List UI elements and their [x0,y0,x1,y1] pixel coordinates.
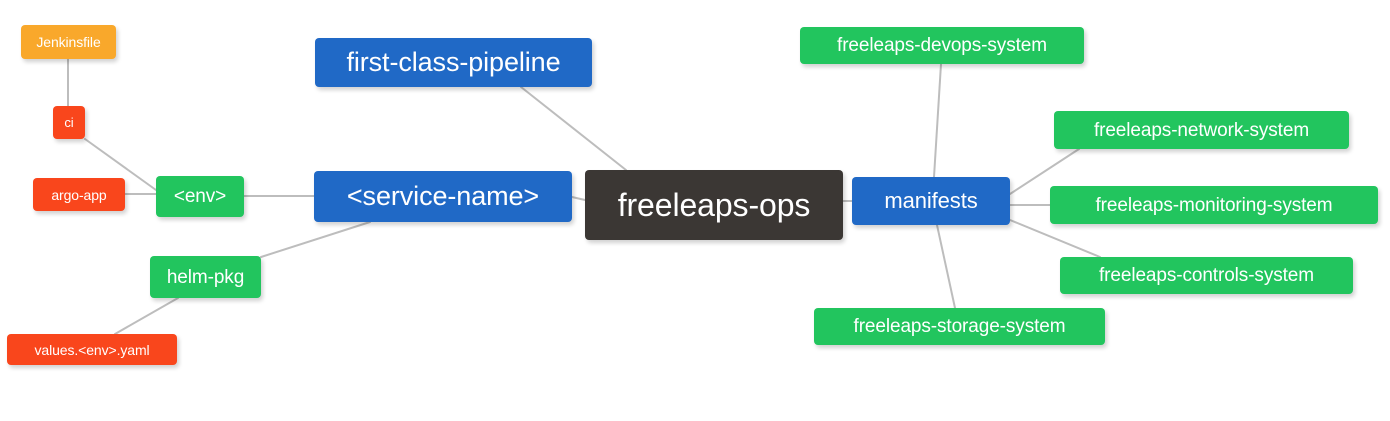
mindmap-node-first-class-pipeline[interactable]: first-class-pipeline [315,38,592,87]
mindmap-node-label-env: <env> [173,186,227,207]
mindmap-node-label-first-class-pipeline: first-class-pipeline [346,47,561,77]
mindmap-node-freeleaps-network-system[interactable]: freeleaps-network-system [1054,111,1349,149]
mindmap-node-label-freeleaps-monitoring-system: freeleaps-monitoring-system [1095,194,1333,216]
mindmap-node-label-freeleaps-storage-system: freeleaps-storage-system [853,316,1066,337]
mindmap-edge-manifests-to-freeleaps-controls-system [1009,219,1101,258]
mindmap-node-freeleaps-controls-system[interactable]: freeleaps-controls-system [1060,257,1353,294]
mindmap-node-freeleaps-monitoring-system[interactable]: freeleaps-monitoring-system [1050,186,1378,224]
mindmap-node-freeleaps-ops[interactable]: freeleaps-ops [585,170,843,240]
mindmap-node-argo-app[interactable]: argo-app [33,178,125,211]
mindmap-node-jenkinsfile[interactable]: Jenkinsfile [21,25,116,59]
mindmap-edge-manifests-to-freeleaps-storage-system [936,224,956,309]
mindmap-node-helm-pkg[interactable]: helm-pkg [150,256,261,298]
mindmap-node-values-yaml[interactable]: values.<env>.yaml [7,334,177,365]
mindmap-node-freeleaps-storage-system[interactable]: freeleaps-storage-system [814,308,1105,345]
mindmap-node-label-manifests: manifests [884,188,978,213]
mindmap-node-label-argo-app: argo-app [51,186,107,203]
mindmap-node-env[interactable]: <env> [156,176,244,217]
mindmap-node-label-freeleaps-controls-system: freeleaps-controls-system [1098,265,1315,286]
mindmap-node-label-freeleaps-devops-system: freeleaps-devops-system [837,35,1047,56]
mindmap-edge-freeleaps-ops-to-service-name [571,196,586,201]
mindmap-edge-helm-pkg-to-values-yaml [114,297,179,335]
mindmap-node-label-helm-pkg: helm-pkg [166,266,245,288]
mindmap-edge-freeleaps-ops-to-first-class-pipeline [520,86,627,171]
mindmap-node-label-ci: ci [64,115,74,130]
mindmap-node-label-service-name: <service-name> [346,181,540,211]
mindmap-node-label-freeleaps-network-system: freeleaps-network-system [1093,119,1310,141]
mindmap-node-label-jenkinsfile: Jenkinsfile [36,34,101,50]
mindmap-node-label-values-yaml: values.<env>.yaml [34,341,150,358]
mindmap-node-service-name[interactable]: <service-name> [314,171,572,222]
mindmap-edge-manifests-to-freeleaps-network-system [1009,148,1080,195]
mindmap-node-freeleaps-devops-system[interactable]: freeleaps-devops-system [800,27,1084,64]
mindmap-node-label-freeleaps-ops: freeleaps-ops [617,187,811,223]
mindmap-edge-env-to-ci [84,138,157,191]
mindmap-node-manifests[interactable]: manifests [852,177,1010,225]
mindmap-node-ci[interactable]: ci [53,106,85,139]
mindmap-edge-manifests-to-freeleaps-devops-system [933,63,942,178]
mindmap-edge-service-name-to-helm-pkg [260,221,371,258]
